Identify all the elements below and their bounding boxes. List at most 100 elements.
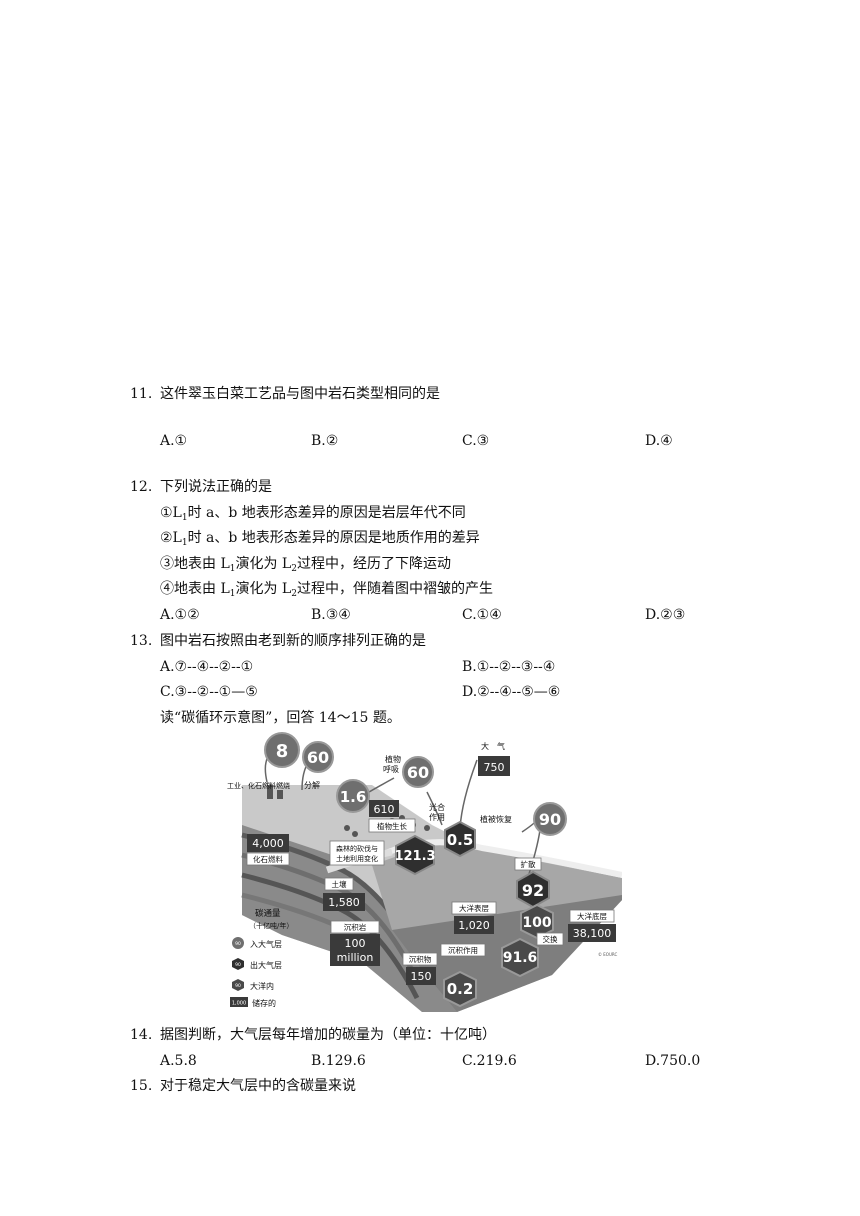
label-sed-rock: 沉积岩 <box>344 922 367 932</box>
legend-in: 入大气层 <box>250 939 282 949</box>
svg-text:90: 90 <box>235 983 241 989</box>
fossil-box <box>247 834 289 852</box>
svg-text:0.2: 0.2 <box>447 980 474 998</box>
svg-text:作用: 作用 <box>429 812 445 822</box>
svg-text:92: 92 <box>522 881 544 900</box>
question-stem: 下列说法正确的是 <box>160 479 272 495</box>
q12-statement-4: ④地表由 L1演化为 L2过程中，伴随着图中褶皱的产生 <box>160 581 493 599</box>
legend-storage: 储存的 <box>252 998 276 1008</box>
svg-text:91.6: 91.6 <box>503 950 538 966</box>
q13-option-b[interactable]: B.①--②--③--④ <box>462 659 556 675</box>
legend-storage-symbol <box>230 997 248 1007</box>
q12-option-d[interactable]: D.②③ <box>645 607 686 623</box>
legend-out-symbol <box>232 958 244 970</box>
q14-option-d[interactable]: D.750.0 <box>645 1053 701 1069</box>
svg-text:土地利用变化: 土地利用变化 <box>336 854 378 863</box>
label-surface-ocean: 大洋表层 <box>459 903 489 913</box>
label-exchange: 交换 <box>543 934 558 944</box>
question-number: 11. <box>130 386 153 402</box>
svg-text:100: 100 <box>345 937 366 950</box>
q11-option-a[interactable]: A.① <box>160 433 188 449</box>
q14-option-c[interactable]: C.219.6 <box>462 1053 517 1069</box>
svg-text:60: 60 <box>307 748 329 767</box>
deep-ocean-box <box>568 924 616 942</box>
svg-text:1,580: 1,580 <box>328 896 360 909</box>
svg-text:38,100: 38,100 <box>573 927 612 940</box>
sed-rock-box <box>330 934 380 966</box>
q13-option-d[interactable]: D.②--④--⑤—⑥ <box>462 684 561 700</box>
svg-text:森林的砍伐与: 森林的砍伐与 <box>336 844 378 853</box>
bubble-0-2 <box>443 970 477 1008</box>
question-11: 11. 这件翠玉白菜工艺品与图中岩石类型相同的是 <box>130 384 440 404</box>
svg-text:1,000: 1,000 <box>232 1001 246 1007</box>
q12-statement-2: ②L1时 a、b 地表形态差异的原因是地质作用的差异 <box>160 530 480 548</box>
q12-option-c[interactable]: C.①④ <box>462 607 502 623</box>
q11-option-d[interactable]: D.④ <box>645 433 673 449</box>
question-13: 13. 图中岩石按照由老到新的顺序排列正确的是 <box>130 631 426 651</box>
figure-intro: 读“碳循环示意图”，回答 14～15 题。 <box>160 710 401 726</box>
question-number: 13. <box>130 633 153 649</box>
atmosphere-value: 750 <box>484 761 505 774</box>
legend-ocean: 大洋内 <box>250 981 274 991</box>
q12-option-a[interactable]: A.①② <box>160 607 200 623</box>
bubble-0-5 <box>444 820 476 858</box>
label-sediment: 沉积物 <box>409 954 432 964</box>
q13-option-a[interactable]: A.⑦--④--②--① <box>160 659 254 675</box>
label-diffuse: 扩散 <box>521 859 536 869</box>
label-deep-ocean: 大洋底层 <box>577 911 607 921</box>
svg-text:光合: 光合 <box>429 802 445 812</box>
svg-text:8: 8 <box>276 741 289 762</box>
bubble-60-decompose <box>302 741 334 773</box>
label-sedimentation: 沉积作用 <box>448 945 478 955</box>
surface-ocean-box <box>454 916 494 934</box>
question-stem: 图中岩石按照由老到新的顺序排列正确的是 <box>160 633 426 649</box>
svg-text:90: 90 <box>235 962 241 968</box>
question-stem: 据图判断，大气层每年增加的碳量为（单位：十亿吨） <box>160 1027 496 1043</box>
plant-box <box>369 800 399 817</box>
question-stem: 这件翠玉白菜工艺品与图中岩石类型相同的是 <box>160 386 440 402</box>
svg-text:60: 60 <box>407 763 429 782</box>
q11-option-c[interactable]: C.③ <box>462 433 490 449</box>
label-veg-restore: 植被恢复 <box>480 814 512 824</box>
svg-text:100: 100 <box>522 915 551 931</box>
legend-title: 碳通量 <box>255 908 281 919</box>
question-15: 15.对于稳定大气层中的含碳量来说 <box>130 1076 356 1096</box>
label-industry: 工业、化石燃料燃烧 <box>227 781 290 790</box>
q14-option-b[interactable]: B.129.6 <box>311 1053 366 1069</box>
label-soil: 土壤 <box>332 879 347 889</box>
q12-statement-3: ③地表由 L1演化为 L2过程中，经历了下降运动 <box>160 556 451 574</box>
svg-text:90: 90 <box>539 810 561 829</box>
soil-box <box>323 893 365 911</box>
q12-statement-1: ①L1时 a、b 地表形态差异的原因是岩层年代不同 <box>160 505 466 523</box>
bubble-60-respiration <box>402 756 434 788</box>
label-plant-growth: 植物生长 <box>377 821 407 831</box>
label-atmosphere: 大 气 <box>481 741 505 751</box>
legend-in-symbol <box>232 937 244 949</box>
q13-option-c[interactable]: C.③--②--①—⑤ <box>160 684 258 700</box>
bubble-91-6 <box>501 937 539 978</box>
svg-text:million: million <box>337 951 374 964</box>
bubble-8 <box>264 732 300 768</box>
svg-text:1.6: 1.6 <box>340 788 367 806</box>
legend-ocean-symbol <box>232 979 244 991</box>
sediment-box <box>406 967 436 985</box>
svg-text:呼吸: 呼吸 <box>383 764 399 774</box>
atmosphere-box <box>478 756 510 776</box>
svg-text:（十亿吨/年）: （十亿吨/年） <box>249 921 293 930</box>
svg-text:121.3: 121.3 <box>394 849 435 864</box>
svg-text:0.5: 0.5 <box>447 831 474 849</box>
svg-text:1,020: 1,020 <box>458 919 490 932</box>
question-number: 15. <box>130 1078 153 1094</box>
copyright: © EOURC <box>598 952 617 957</box>
bubble-121-3 <box>395 834 435 876</box>
label-fossil: 化石燃料 <box>253 854 283 864</box>
label-decompose: 分解 <box>304 780 320 790</box>
q11-option-b[interactable]: B.② <box>311 433 339 449</box>
svg-text:90: 90 <box>235 941 241 947</box>
question-12: 12.下列说法正确的是 <box>130 477 272 497</box>
legend-out: 出大气层 <box>250 960 282 970</box>
bubble-90 <box>533 802 567 836</box>
question-14: 14.据图判断，大气层每年增加的碳量为（单位：十亿吨） <box>130 1025 496 1045</box>
q12-option-b[interactable]: B.③④ <box>311 607 351 623</box>
q14-option-a[interactable]: A.5.8 <box>160 1053 197 1069</box>
